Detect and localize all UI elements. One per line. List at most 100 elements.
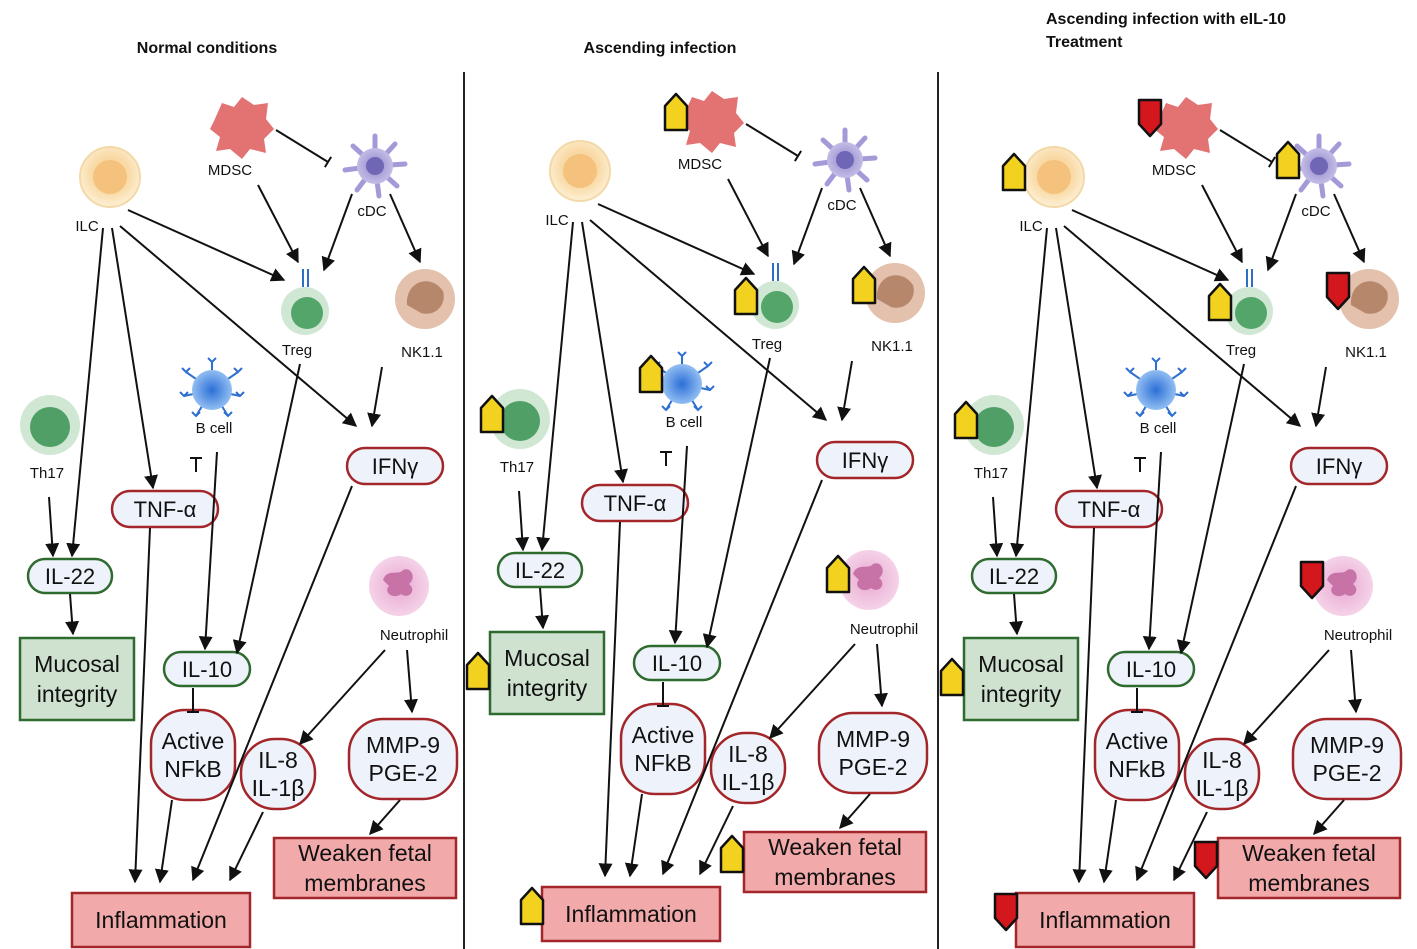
activation-arrow	[1348, 649, 1362, 714]
activation-arrow	[404, 649, 418, 714]
increase-indicator-icon	[519, 886, 545, 926]
bcell-receptor-tip	[703, 361, 713, 368]
mucosal-integrity-box-border	[962, 636, 1080, 722]
activation-arrow	[45, 496, 60, 558]
neutrophil-nucleus	[383, 569, 413, 597]
th17-nucleus	[500, 401, 540, 441]
bcell-receptor-tip	[1177, 367, 1187, 374]
activation-arrow	[727, 178, 769, 258]
activation-arrow	[989, 496, 1004, 558]
neutrophil-cell-icon	[369, 556, 429, 616]
activation-arrow	[1243, 649, 1330, 746]
bcell-receptor-tip	[179, 391, 189, 398]
activation-arrow	[668, 445, 688, 645]
activation-arrow	[661, 479, 823, 876]
weaken-membranes-box-line: Weaken fetal	[1242, 840, 1376, 866]
bcell-cell-icon	[1123, 357, 1189, 418]
nfkb-node-border	[619, 702, 707, 796]
inflammation-box-line: Inflammation	[1039, 907, 1171, 933]
decrease-indicator-icon	[1299, 560, 1325, 600]
activation-arrow	[1201, 184, 1243, 264]
mdsc-body	[680, 91, 744, 153]
mucosal-integrity-box-line: Mucosal	[978, 651, 1064, 677]
activation-arrow	[1072, 527, 1095, 884]
activation-arrow	[127, 209, 286, 282]
panel-title: Treatment	[1046, 34, 1123, 51]
increase-indicator-icon	[1001, 152, 1027, 192]
activation-arrow	[1009, 593, 1024, 636]
il8-node-border	[709, 731, 787, 805]
activation-arrow	[229, 811, 264, 882]
bcell-body	[192, 370, 232, 410]
increase-indicator-icon	[638, 354, 664, 394]
increase-indicator-icon	[465, 651, 491, 691]
ifng-pill-border	[345, 446, 445, 486]
treg-nucleus	[761, 291, 793, 323]
ilc-nucleus	[93, 160, 127, 194]
activation-arrow	[1333, 193, 1366, 264]
mdsc-body	[210, 97, 274, 159]
inhibition-bar	[324, 156, 332, 168]
cdc-label: cDC	[357, 203, 386, 220]
decrease-indicator-icon	[1325, 271, 1351, 311]
nk-nucleus	[1350, 281, 1388, 314]
activation-arrow	[874, 643, 888, 708]
neutrophil-label: Neutrophil	[850, 621, 918, 638]
inhibition-line	[1219, 129, 1273, 163]
il22-pill-border	[970, 557, 1058, 595]
ifng-pill-border	[1289, 446, 1389, 486]
neutrophil-nucleus	[1327, 569, 1357, 597]
th17-cell-icon	[490, 389, 550, 449]
bcell-receptor-tip	[1167, 411, 1177, 418]
decrease-indicator-icon	[993, 892, 1019, 932]
il8-node-line: IL-1β	[1196, 775, 1249, 801]
il22-pill-label: IL-22	[989, 564, 1039, 589]
nfkb-node-border	[149, 708, 237, 802]
increase-indicator-icon	[1275, 140, 1301, 180]
activation-arrow	[839, 793, 871, 830]
mmp-node-line: PGE-2	[368, 760, 437, 786]
il8-node-line: IL-1β	[252, 775, 305, 801]
mucosal-integrity-box-line: integrity	[507, 675, 588, 701]
activation-arrow	[299, 649, 386, 746]
bcell-receptor-tip	[1151, 357, 1161, 364]
activation-arrow	[367, 366, 383, 428]
treg-cell-icon	[751, 263, 799, 329]
activation-arrow	[1135, 485, 1297, 882]
ifng-pill-label: IFNγ	[372, 454, 418, 479]
nfkb-node-line: Active	[1106, 728, 1169, 754]
activation-arrow	[119, 225, 358, 427]
bcell-label: B cell	[666, 414, 703, 431]
cdc-label: cDC	[1301, 203, 1330, 220]
tnfa-pill-label: TNF-α	[134, 497, 197, 522]
treg-cell-icon	[281, 269, 329, 335]
il8-node-line: IL-1β	[722, 769, 775, 795]
neutrophil-label: Neutrophil	[380, 627, 448, 644]
bcell-receptor-tip	[1135, 411, 1145, 418]
th17-label: Th17	[30, 465, 64, 482]
ifng-pill-label: IFNγ	[842, 448, 888, 473]
bcell-receptor-tip	[1179, 391, 1189, 398]
tnfa-pill-border	[580, 483, 690, 523]
nfkb-node-line: Active	[632, 722, 695, 748]
activation-arrow	[515, 490, 530, 552]
mdsc-label: MDSC	[678, 156, 722, 173]
il10-pill-border	[162, 650, 252, 688]
inhibition-line	[275, 129, 329, 163]
activation-arrow	[859, 187, 892, 258]
activation-arrow	[1176, 363, 1245, 655]
activation-arrow	[65, 593, 80, 636]
il10-pill-border	[1106, 650, 1196, 688]
nfkb-node-line: NFkB	[634, 750, 692, 776]
nfkb-node-border	[1093, 708, 1181, 802]
neutrophil-cell-icon	[1313, 556, 1373, 616]
increase-indicator-icon	[953, 400, 979, 440]
activation-arrow	[769, 643, 856, 740]
panel-title: Normal conditions	[137, 40, 278, 57]
inflammation-box-border	[1014, 891, 1196, 949]
cdc-nucleus	[836, 151, 854, 169]
cdc-nucleus	[366, 157, 384, 175]
il8-node-border	[239, 737, 317, 811]
